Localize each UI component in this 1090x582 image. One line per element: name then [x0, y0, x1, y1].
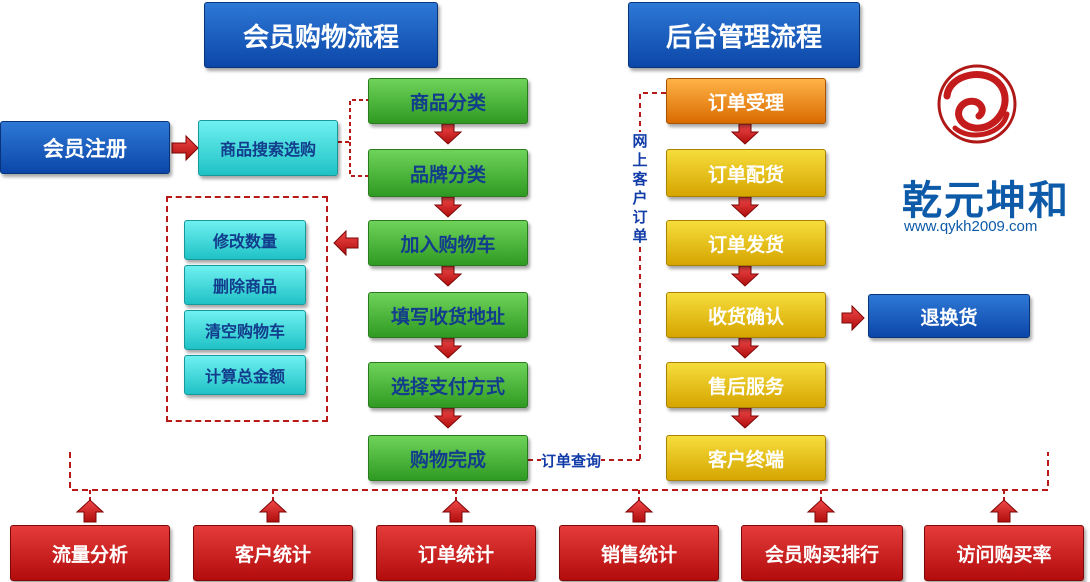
cart-ops-group	[166, 196, 328, 422]
member-step-brand: 品牌分类	[368, 149, 528, 197]
stat-traffic-analysis: 流量分析	[10, 525, 170, 581]
admin-step-pick: 订单配货	[666, 149, 826, 197]
member-flow-title: 会员购物流程	[204, 2, 438, 68]
stat-customer: 客户统计	[193, 525, 353, 581]
member-step-complete: 购物完成	[368, 435, 528, 481]
member-step-category: 商品分类	[368, 78, 528, 124]
stat-member-ranking: 会员购买排行	[741, 525, 903, 581]
admin-step-accept: 订单受理	[666, 78, 826, 124]
logo-url: www.qykh2009.com	[904, 218, 1038, 235]
return-exchange-box: 退换货	[868, 294, 1030, 338]
cart-op-modify-qty: 修改数量	[184, 220, 306, 260]
stat-order: 订单统计	[376, 525, 536, 581]
admin-down-arrows	[730, 123, 760, 429]
logo-name: 乾元坤和	[902, 178, 1070, 224]
admin-step-aftersale: 售后服务	[666, 362, 826, 408]
order-query-label: 订单查询	[541, 450, 602, 471]
online-order-text: 网上客户订单	[632, 132, 648, 245]
arrow-register-to-search	[171, 134, 199, 162]
admin-step-confirm: 收货确认	[666, 292, 826, 338]
member-step-address: 填写收货地址	[368, 292, 528, 338]
stat-visit-purchase-rate: 访问购买率	[924, 525, 1084, 581]
arrow-cart-to-ops	[333, 229, 359, 257]
online-order-line	[639, 92, 666, 460]
cart-op-delete: 删除商品	[184, 265, 306, 305]
stats-up-arrows	[75, 499, 1019, 523]
member-step-payment: 选择支付方式	[368, 362, 528, 408]
cart-op-total: 计算总金额	[184, 355, 306, 395]
admin-step-ship: 订单发货	[666, 220, 826, 266]
product-search-box: 商品搜索选购	[198, 120, 338, 176]
cart-op-clear: 清空购物车	[184, 310, 306, 350]
online-order-label: 网上客户订单	[630, 132, 650, 246]
stats-bus-line	[69, 452, 1049, 491]
arrow-confirm-to-return	[841, 304, 865, 332]
logo-swirl-icon	[937, 64, 1017, 144]
member-down-arrows	[433, 123, 463, 429]
register-box: 会员注册	[0, 121, 170, 174]
admin-flow-title: 后台管理流程	[628, 2, 860, 68]
search-bracket-line	[338, 99, 370, 177]
admin-step-terminal: 客户终端	[666, 435, 826, 481]
stat-sales: 销售统计	[559, 525, 719, 581]
member-step-add-cart: 加入购物车	[368, 220, 528, 266]
